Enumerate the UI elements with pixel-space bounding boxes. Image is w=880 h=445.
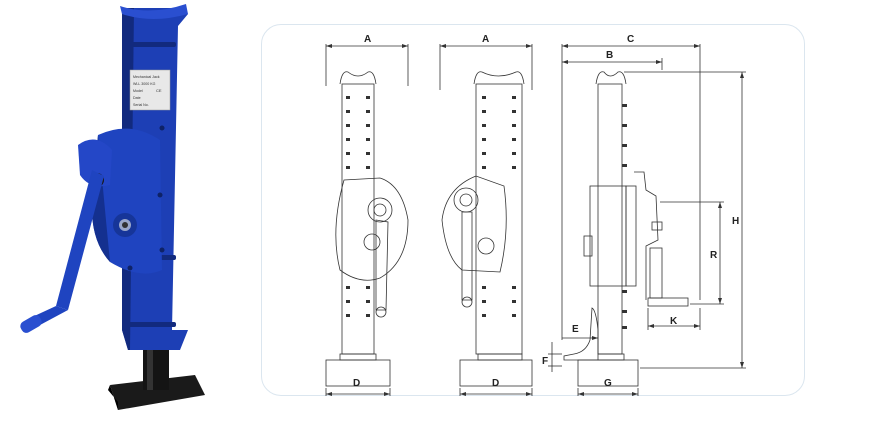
- label-b: B: [606, 50, 613, 61]
- label-d-view2: D: [492, 378, 499, 389]
- crank-handle: [20, 170, 104, 333]
- label-k: K: [670, 316, 678, 327]
- label-f: F: [542, 356, 548, 367]
- label-c: C: [627, 34, 634, 45]
- plate-line-1: Mechanical Jack: [133, 75, 160, 79]
- front-view: [325, 44, 409, 396]
- plate-line-3: Model: [133, 89, 143, 93]
- label-a-view2: A: [482, 34, 489, 45]
- plate-line-5: Serial No.: [133, 103, 149, 107]
- label-a-view1: A: [364, 34, 371, 45]
- side-view: [548, 44, 746, 396]
- ce-mark: CE: [156, 88, 162, 93]
- label-g: G: [604, 378, 612, 389]
- rear-view: [439, 44, 533, 396]
- name-plate: Mechanical Jack WLL 3000 KG Model Date S…: [129, 69, 171, 111]
- base-plate: [110, 375, 205, 410]
- label-d-view1: D: [353, 378, 360, 389]
- label-e: E: [572, 324, 579, 335]
- top-saddle: [120, 4, 188, 19]
- plate-line-2: WLL 3000 KG: [133, 82, 156, 86]
- label-r: R: [710, 250, 718, 261]
- jack-photo: Mechanical Jack WLL 3000 KG Model Date S…: [20, 4, 205, 410]
- plate-line-4: Date: [133, 96, 141, 100]
- label-h: H: [732, 216, 739, 227]
- drawing-frame: [261, 24, 805, 396]
